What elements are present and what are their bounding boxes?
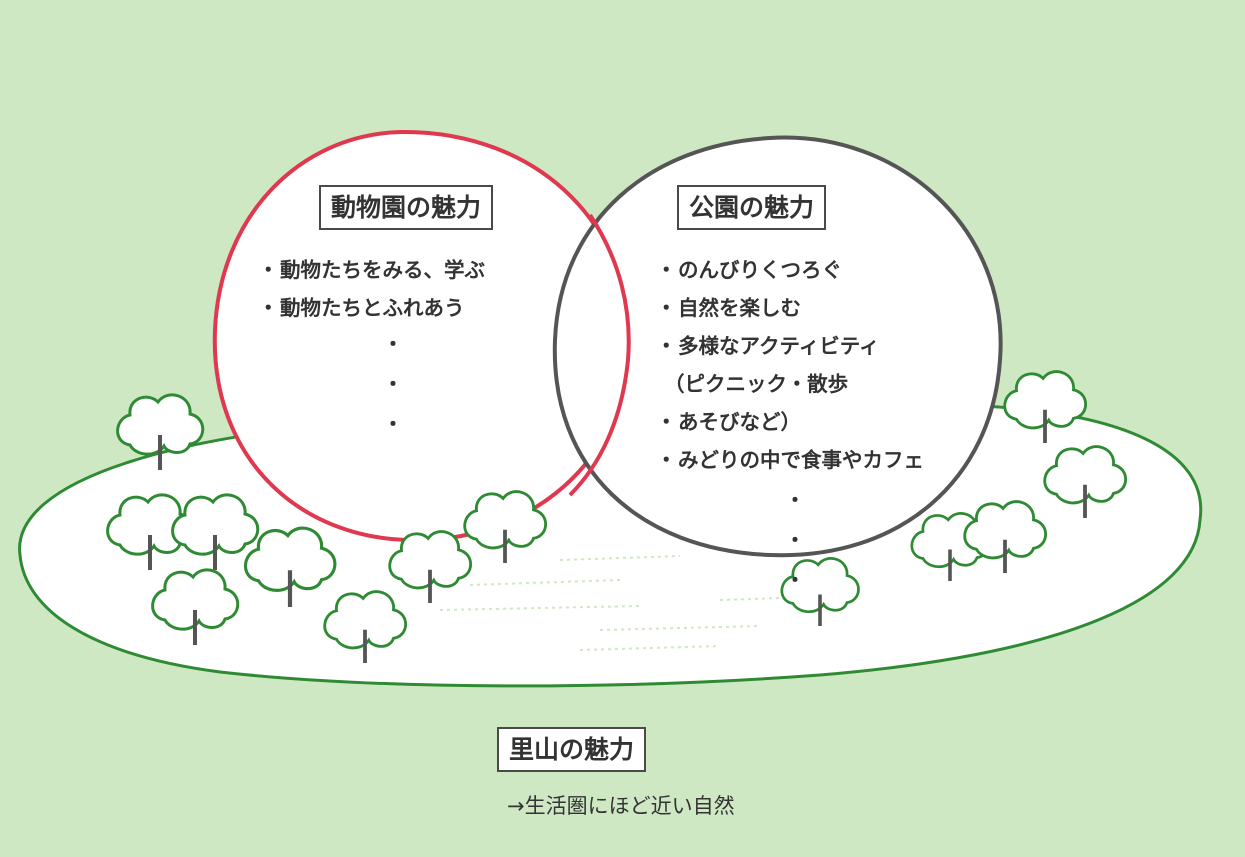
list-item: ・自然を楽しむ	[656, 289, 924, 327]
park-item-label: （ピクニック・散歩	[664, 372, 849, 396]
park-item-label: 自然を楽しむ	[678, 296, 801, 320]
ellipsis-dot: ・	[383, 372, 403, 396]
trees	[106, 370, 1128, 664]
list-item: ・動物たちとふれあう	[258, 289, 485, 327]
bullet: ・	[656, 334, 677, 358]
bullet: ・	[656, 448, 677, 472]
ellipsis-dot: ・	[785, 488, 805, 512]
zoo-title: 動物園の魅力	[319, 185, 494, 230]
park-ellipsis: ・ ・ ・	[785, 480, 805, 600]
zoo-item-label: 動物たちをみる、学ぶ	[280, 258, 485, 282]
tree-icon	[388, 530, 473, 604]
list-item: ・あそびなど）	[656, 403, 924, 441]
ellipsis-dot: ・	[383, 332, 403, 356]
bullet: ・	[656, 410, 677, 434]
park-item-label: のんびりくつろぐ	[678, 258, 842, 282]
satoyama-title: 里山の魅力	[497, 727, 647, 772]
tree-icon	[323, 590, 408, 664]
tree-icon	[171, 493, 260, 570]
tree-icon	[780, 557, 860, 627]
tree-icon	[116, 393, 205, 470]
tree-icon	[963, 500, 1048, 574]
ellipsis-dot: ・	[383, 412, 403, 436]
bullet: ・	[258, 296, 279, 320]
ellipsis-dot: ・	[785, 528, 805, 552]
park-item-label: 多様なアクティビティ	[678, 334, 880, 358]
list-item: ・のんびりくつろぐ	[656, 251, 924, 289]
bullet: ・	[656, 258, 677, 282]
tree-icon	[1003, 370, 1088, 444]
list-item: ・多様なアクティビティ	[656, 327, 924, 365]
zoo-circle-overlap-arc	[568, 213, 631, 497]
park-title: 公園の魅力	[677, 185, 827, 230]
park-item-label: みどりの中で食事やカフェ	[678, 448, 924, 472]
list-item: （ピクニック・散歩	[656, 365, 924, 403]
tree-icon	[106, 493, 195, 570]
list-item: ・みどりの中で食事やカフェ	[656, 441, 924, 479]
bullet: ・	[258, 258, 279, 282]
park-list: ・のんびりくつろぐ ・自然を楽しむ ・多様なアクティビティ （ピクニック・散歩 …	[656, 251, 924, 479]
park-item-label: あそびなど）	[678, 410, 801, 434]
satoyama-subtitle: →生活圏にほど近い自然	[507, 794, 735, 818]
park-circle	[552, 135, 1003, 558]
tree-icon	[463, 490, 548, 564]
tree-icon	[243, 526, 337, 607]
ellipsis-dot: ・	[785, 568, 805, 592]
bullet: ・	[656, 296, 677, 320]
tree-icon	[1043, 445, 1128, 519]
zoo-item-label: 動物たちとふれあう	[280, 296, 465, 320]
zoo-ellipsis: ・ ・ ・	[383, 324, 403, 444]
zoo-list: ・動物たちをみる、学ぶ ・動物たちとふれあう	[258, 251, 485, 327]
tree-icon	[151, 568, 240, 645]
list-item: ・動物たちをみる、学ぶ	[258, 251, 485, 289]
